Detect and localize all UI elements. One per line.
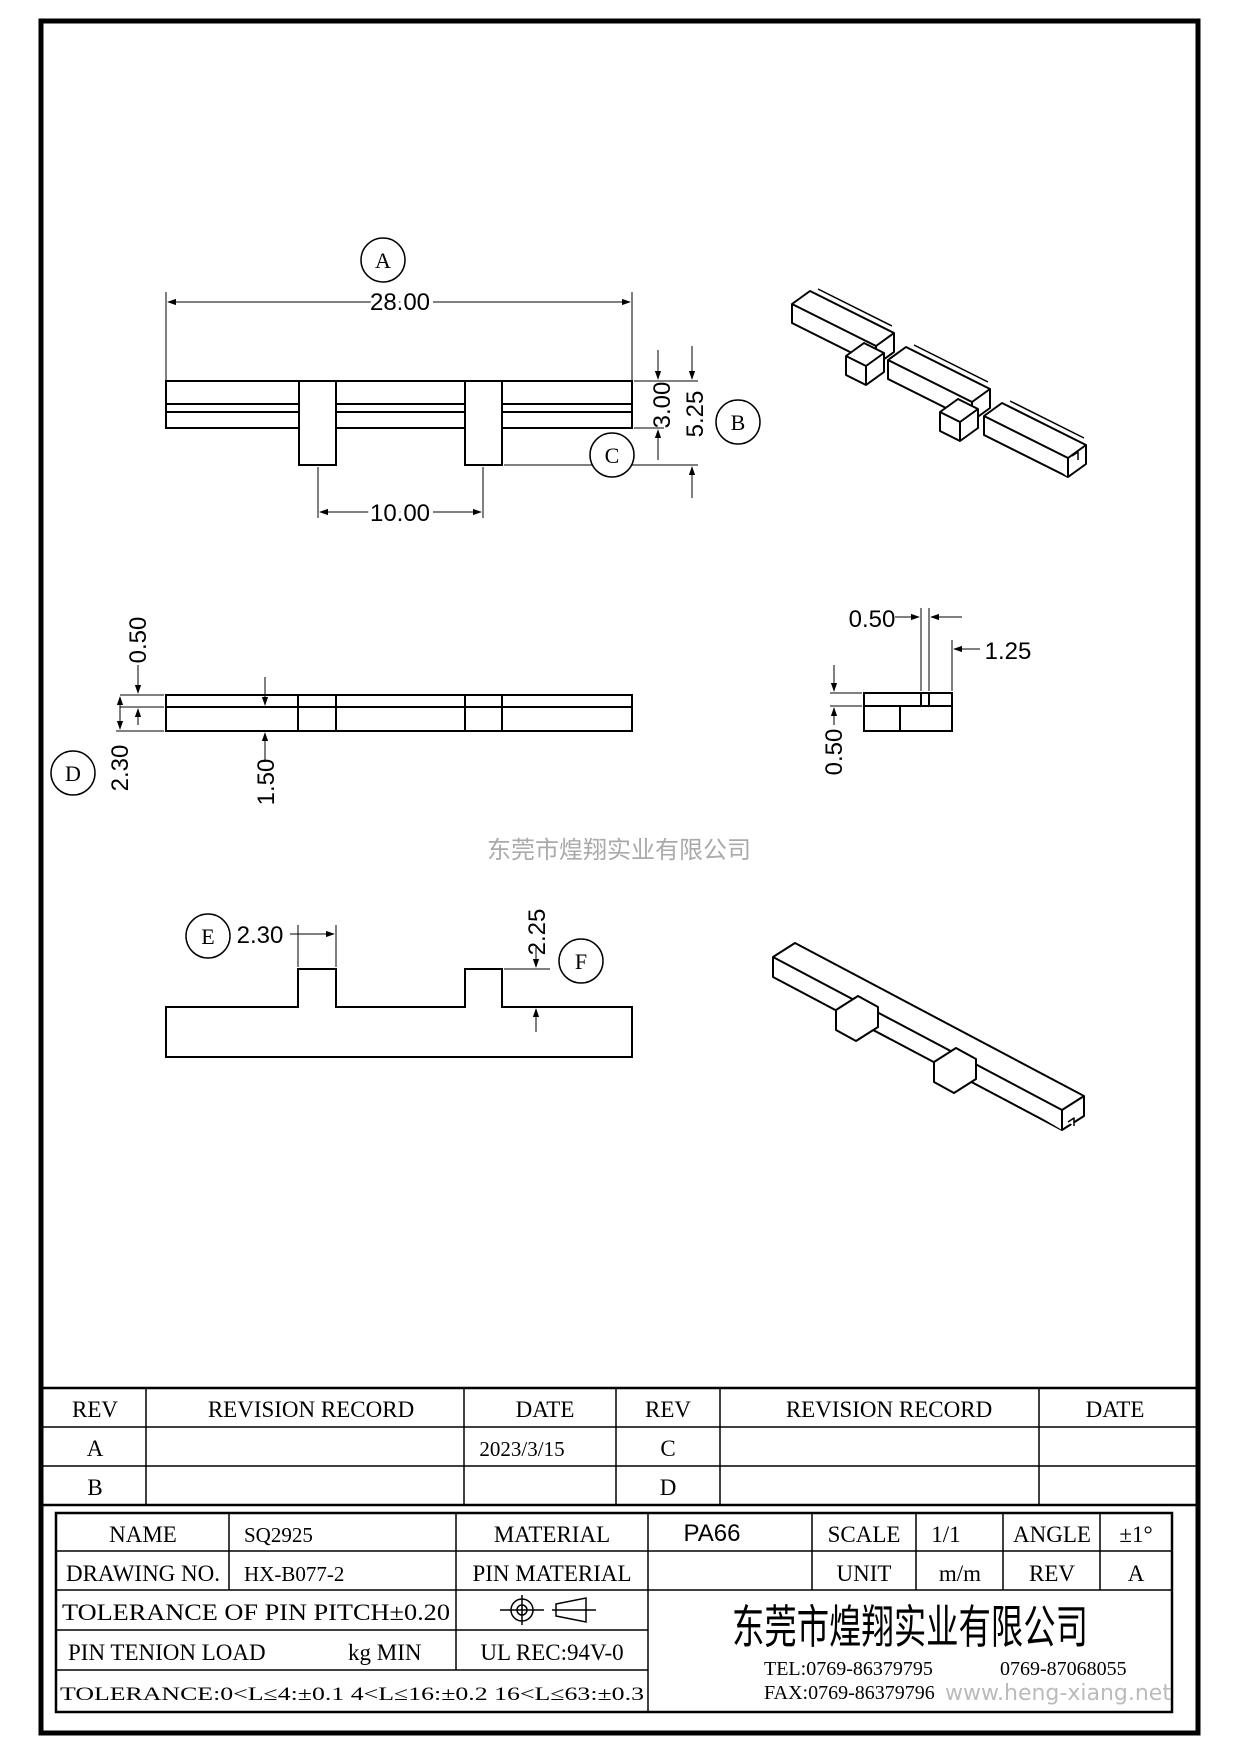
date-header-1: DATE xyxy=(516,1397,575,1422)
callout-b: B xyxy=(715,399,761,445)
isometric-view-top xyxy=(791,288,1087,478)
dim-end-0-50-side: 0.50 xyxy=(821,729,848,776)
dim-28: 28.00 xyxy=(370,289,430,316)
rev-a-date: 2023/3/15 xyxy=(479,1437,564,1461)
pin-material-label: PIN MATERIAL xyxy=(472,1561,631,1586)
end-view xyxy=(863,692,953,732)
company-tel-2: 0769-87068055 xyxy=(1000,1658,1127,1680)
date-header-2: DATE xyxy=(1086,1397,1145,1422)
rev-value: A xyxy=(1128,1561,1145,1586)
projection-symbol-icon xyxy=(500,1595,596,1625)
company-tel: TEL:0769-86379795 xyxy=(764,1658,933,1680)
revision-record-header-2: REVISION RECORD xyxy=(786,1397,992,1422)
angle-label: ANGLE xyxy=(1013,1522,1091,1547)
side-view xyxy=(165,694,633,732)
end-view-dimensions xyxy=(830,608,980,725)
callout-a: A xyxy=(360,237,406,283)
title-block xyxy=(54,1511,1174,1714)
side-view-dimensions xyxy=(116,665,269,762)
rev-c: C xyxy=(660,1436,675,1461)
rev-header-2: REV xyxy=(645,1397,691,1422)
dim-3: 3.00 xyxy=(649,382,676,429)
isometric-view-bottom xyxy=(772,942,1085,1131)
dim-5-25: 5.25 xyxy=(682,391,709,438)
front-view-dimensions xyxy=(165,292,698,518)
company-block: 东莞市煌翔实业有限公司 TEL:0769-86379795 0769-87068… xyxy=(732,1600,1127,1704)
rev-d: D xyxy=(660,1475,677,1500)
dim-e-2-30: 2.30 xyxy=(237,922,284,949)
company-fax: FAX:0769-86379796 xyxy=(764,1682,935,1704)
callout-f: F xyxy=(558,938,604,984)
dim-f-2-25: 2.25 xyxy=(524,909,551,956)
ul-rec: UL REC:94V-0 xyxy=(480,1640,623,1665)
callout-c: C xyxy=(589,432,635,478)
dim-end-1-25: 1.25 xyxy=(985,638,1032,665)
watermark-company: 东莞市煌翔实业有限公司 xyxy=(487,836,751,864)
rev-header-1: REV xyxy=(72,1397,118,1422)
angle-value: ±1° xyxy=(1119,1522,1152,1547)
rev-label: REV xyxy=(1029,1561,1075,1586)
pin-tension-label: PIN TENION LOAD xyxy=(68,1640,266,1665)
rev-a: A xyxy=(87,1436,104,1461)
dim-end-0-50-top: 0.50 xyxy=(849,606,896,633)
svg-text:B: B xyxy=(731,410,746,435)
drawing-no-value: HX-B077-2 xyxy=(244,1562,344,1586)
unit-value: m/m xyxy=(939,1561,981,1586)
bottom-view-dimensions xyxy=(290,925,550,1032)
dim-side-1-50: 1.50 xyxy=(253,759,280,806)
dim-10: 10.00 xyxy=(370,500,430,527)
callout-e: E xyxy=(185,913,231,959)
svg-text:C: C xyxy=(605,443,620,468)
bottom-view xyxy=(165,968,633,1058)
rev-b: B xyxy=(87,1475,102,1500)
front-view xyxy=(165,380,633,466)
title-block-text: NAME SQ2925 MATERIAL PA66 SCALE 1/1 ANGL… xyxy=(60,1520,1153,1705)
watermark-site: www.heng-xiang.net xyxy=(945,1681,1171,1706)
dim-side-0-50: 0.50 xyxy=(125,617,152,664)
svg-text:E: E xyxy=(201,924,214,949)
tolerance-pitch: TOLERANCE OF PIN PITCH±0.20 xyxy=(62,1600,450,1625)
pin-tension-unit: kg MIN xyxy=(348,1640,422,1665)
scale-label: SCALE xyxy=(828,1522,901,1547)
svg-text:A: A xyxy=(375,248,391,273)
dim-side-2-30: 2.30 xyxy=(107,745,134,792)
drawing-no-label: DRAWING NO. xyxy=(66,1561,220,1586)
svg-text:F: F xyxy=(575,949,587,974)
material-label: MATERIAL xyxy=(494,1522,610,1547)
revision-table xyxy=(43,1386,1196,1507)
scale-value: 1/1 xyxy=(931,1522,960,1547)
name-value: SQ2925 xyxy=(244,1523,313,1547)
revision-table-text: REV REVISION RECORD DATE REV REVISION RE… xyxy=(72,1397,1144,1500)
company-name: 东莞市煌翔实业有限公司 xyxy=(732,1600,1088,1654)
svg-text:D: D xyxy=(65,761,81,786)
revision-record-header-1: REVISION RECORD xyxy=(208,1397,414,1422)
callout-d: D xyxy=(50,750,96,796)
material-value: PA66 xyxy=(684,1520,741,1547)
unit-label: UNIT xyxy=(837,1561,892,1586)
sheet-border xyxy=(38,18,1201,1736)
tolerance-line: TOLERANCE:0<L≤4:±0.1 4<L≤16:±0.2 16<L≤63… xyxy=(60,1684,644,1705)
name-label: NAME xyxy=(109,1522,177,1547)
